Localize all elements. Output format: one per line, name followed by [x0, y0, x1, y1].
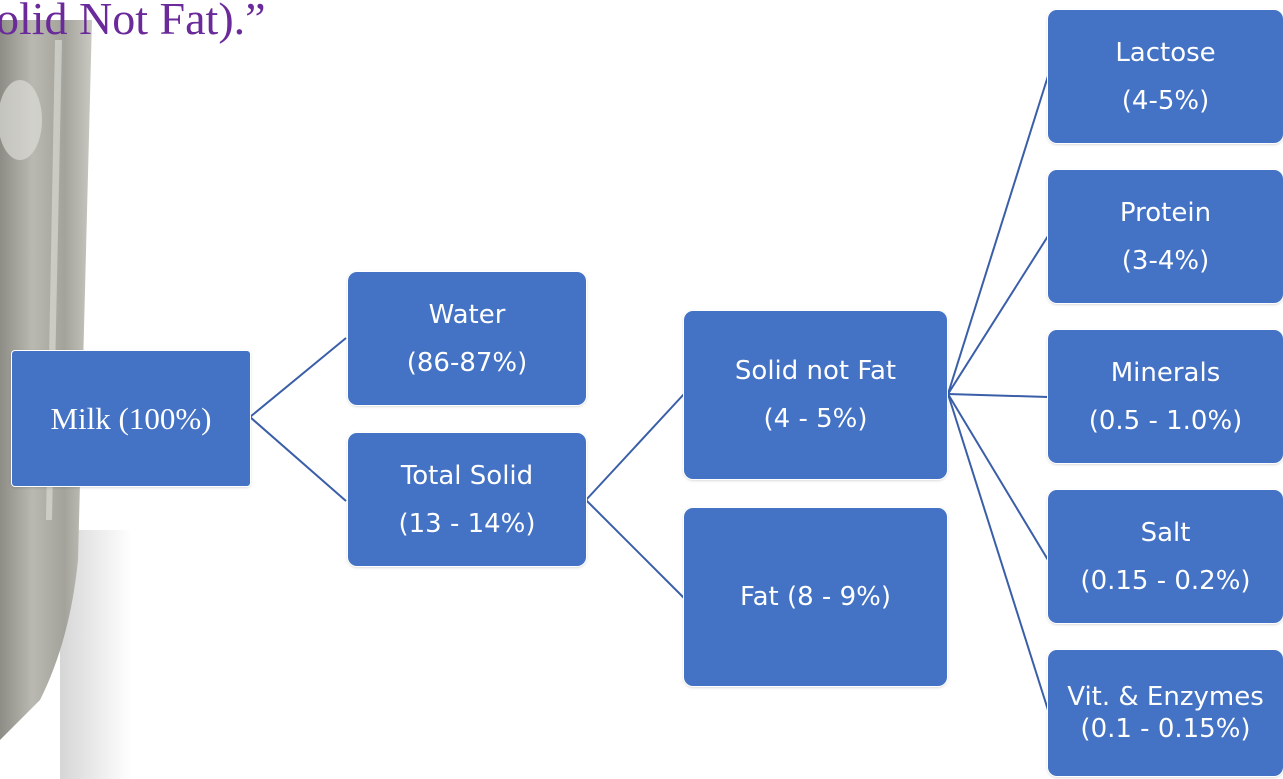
edge-milk-total-solid [249, 416, 347, 502]
node-salt-name: Salt [1140, 517, 1191, 548]
node-water-name: Water [428, 299, 506, 330]
edge-snf-salt [947, 393, 1049, 561]
node-water-value: (86-87%) [406, 347, 528, 378]
node-solid-not-fat-name: Solid not Fat [734, 356, 897, 386]
node-protein-value: (3-4%) [1121, 245, 1210, 276]
node-solid-not-fat-value: (4 - 5%) [763, 404, 868, 434]
node-water: Water (86-87%) [348, 272, 586, 405]
node-total-solid: Total Solid (13 - 14%) [348, 433, 586, 566]
node-vitamins-enzymes-value: (0.1 - 0.15%) [1080, 714, 1251, 744]
edge-total-solid-fat [585, 499, 685, 599]
edge-snf-minerals [947, 393, 1049, 398]
node-protein-name: Protein [1119, 197, 1212, 228]
node-solid-not-fat: Solid not Fat (4 - 5%) [684, 311, 947, 479]
node-salt-value: (0.15 - 0.2%) [1080, 565, 1251, 596]
node-lactose-value: (4-5%) [1121, 85, 1210, 116]
node-minerals-name: Minerals [1110, 357, 1221, 388]
edge-snf-protein [947, 235, 1049, 395]
node-lactose: Lactose (4-5%) [1048, 10, 1283, 143]
edge-milk-water [249, 337, 347, 418]
node-fat: Fat (8 - 9%) [684, 508, 947, 686]
edge-snf-lactose [947, 75, 1049, 395]
node-salt: Salt (0.15 - 0.2%) [1048, 490, 1283, 623]
node-fat-label: Fat (8 - 9%) [740, 582, 891, 612]
node-minerals-value: (0.5 - 1.0%) [1088, 405, 1243, 436]
title-fragment: olid Not Fat).” [0, 0, 266, 44]
edge-snf-vitamins [947, 393, 1049, 711]
node-vitamins-enzymes: Vit. & Enzymes (0.1 - 0.15%) [1048, 650, 1283, 776]
node-total-solid-value: (13 - 14%) [398, 508, 536, 539]
node-total-solid-name: Total Solid [400, 460, 534, 491]
edge-total-solid-solid-not-fat [585, 393, 685, 501]
node-minerals: Minerals (0.5 - 1.0%) [1048, 330, 1283, 463]
node-protein: Protein (3-4%) [1048, 170, 1283, 303]
node-vitamins-enzymes-name: Vit. & Enzymes [1067, 682, 1264, 712]
node-milk-label: Milk (100%) [50, 401, 212, 436]
node-milk: Milk (100%) [12, 351, 250, 486]
node-lactose-name: Lactose [1115, 37, 1216, 68]
